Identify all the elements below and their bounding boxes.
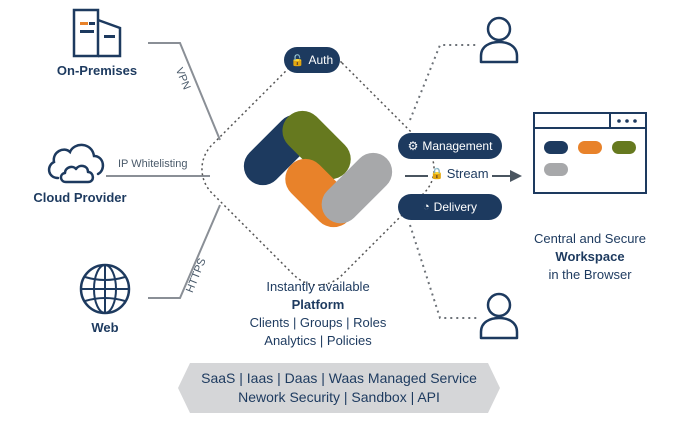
globe-icon <box>79 263 131 315</box>
stream-label: 🔒 Stream <box>430 166 489 181</box>
top-user-connector <box>409 44 478 121</box>
user-icon <box>479 16 519 64</box>
lock-icon: 🔓 <box>290 54 305 67</box>
on-premises-label: On-Premises <box>56 63 138 78</box>
https-connector <box>148 204 221 299</box>
workspace-gray-tile <box>544 163 568 176</box>
platform-title: Platform <box>291 297 345 312</box>
workspace-description: Central and Secure Workspace in the Brow… <box>520 230 660 284</box>
platform-logo <box>243 110 393 228</box>
services-banner-text: SaaS | Iaas | Daas | Waas Managed Servic… <box>180 369 498 407</box>
stream-arrowhead <box>510 170 522 182</box>
platform-description: Instantly available Platform Clients | G… <box>218 278 418 350</box>
web-label: Web <box>91 320 119 335</box>
delivery-pill: ◔ Delivery <box>398 194 502 220</box>
workspace-green-tile <box>612 141 636 154</box>
platform-line3: Clients | Groups | Roles <box>249 315 387 330</box>
gear-icon: ⚙ <box>407 139 419 153</box>
workspace-orange-tile <box>578 141 602 154</box>
banner-line2: Nework Security | Sandbox | API <box>238 389 440 405</box>
building-icon <box>72 8 122 58</box>
lock-icon: 🔒 <box>430 168 444 180</box>
cloud-icon <box>47 143 105 184</box>
vpn-connector <box>148 42 221 141</box>
auth-pill: 🔓 Auth <box>284 47 340 73</box>
user-icon <box>479 292 519 340</box>
management-pill: ⚙ Management <box>398 133 502 159</box>
logo-gray-segment <box>321 152 393 224</box>
delivery-icon: ◔ <box>423 201 430 213</box>
services-banner <box>178 363 500 413</box>
platform-line1: Instantly available <box>266 279 370 294</box>
cloud-provider-label: Cloud Provider <box>33 190 127 205</box>
bottom-user-connector <box>409 224 478 319</box>
platform-dotted-outline <box>201 52 435 286</box>
workspace-navy-tile <box>544 141 568 154</box>
platform-line4: Analytics | Policies <box>264 333 372 348</box>
logo-green-segment <box>282 110 351 180</box>
workspace-title: Workspace <box>555 249 625 264</box>
ip-whitelisting-label: IP Whitelisting <box>118 158 188 170</box>
banner-line1: SaaS | Iaas | Daas | Waas Managed Servic… <box>201 370 477 386</box>
workspace-line3: in the Browser <box>548 267 632 282</box>
workspace-line1: Central and Secure <box>533 231 646 246</box>
